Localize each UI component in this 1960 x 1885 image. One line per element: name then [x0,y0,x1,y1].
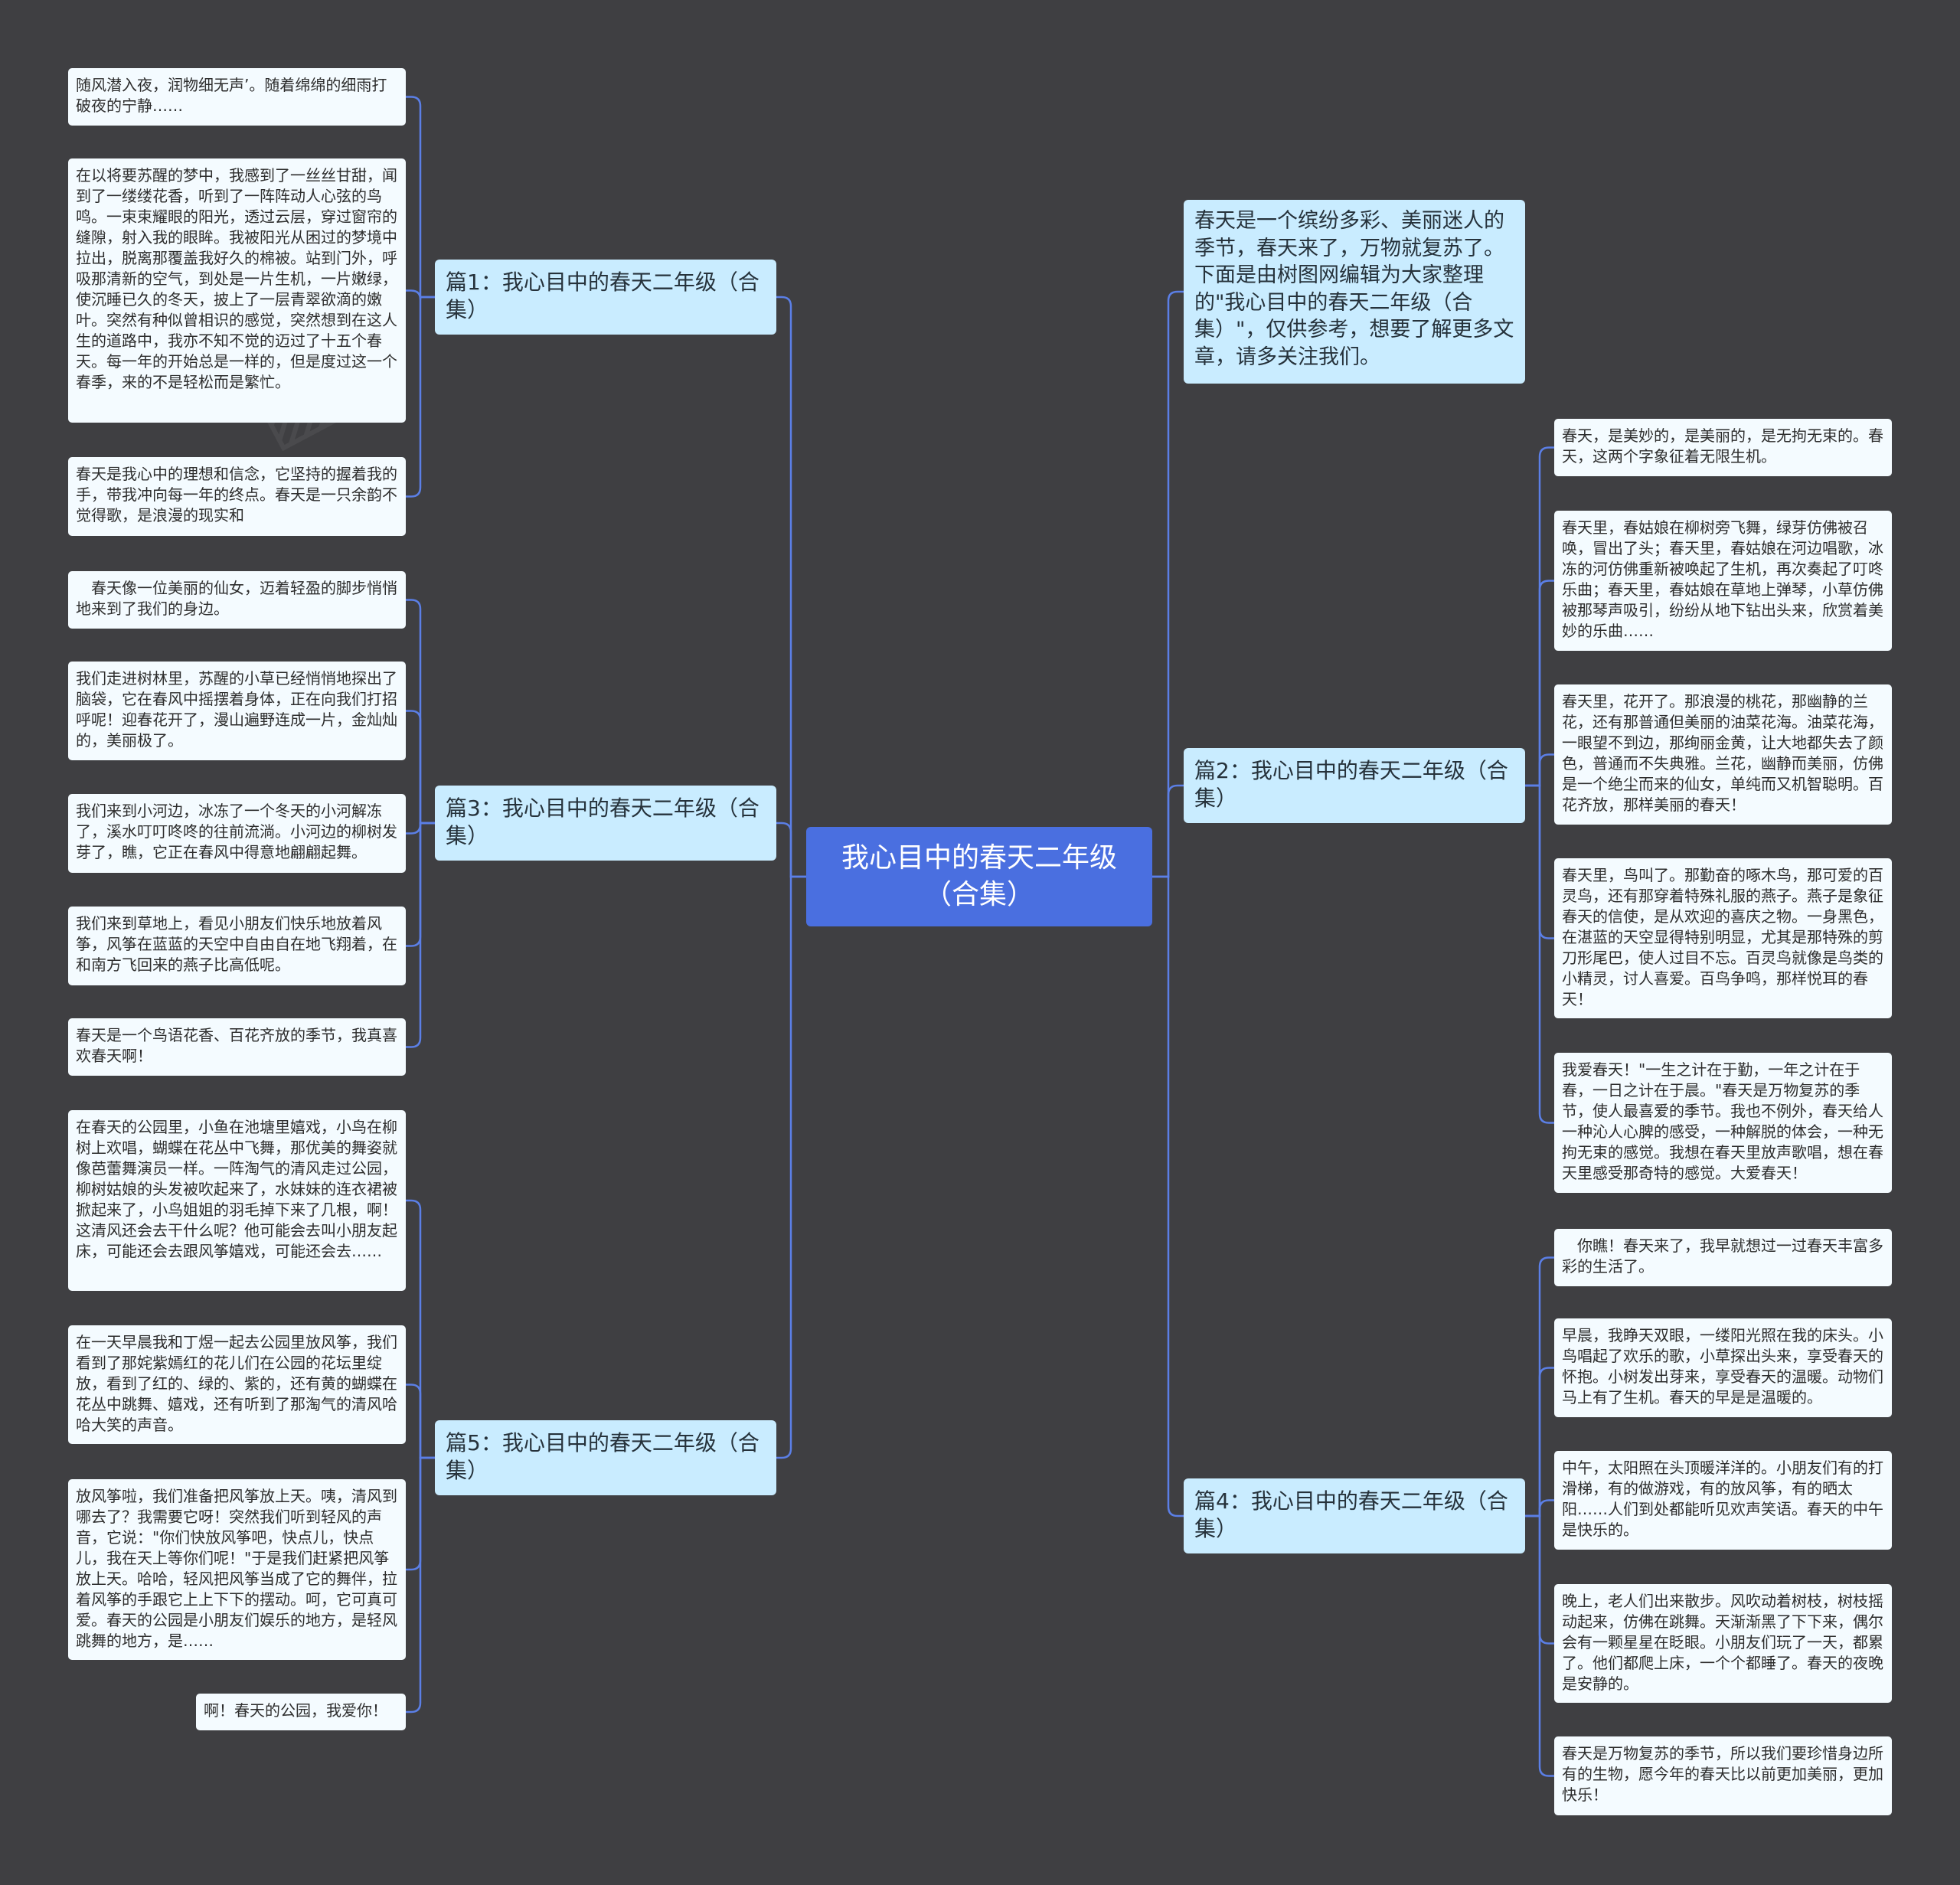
leaf-note[interactable]: 我爱春天！"一生之计在于勤，一年之计在于春，一日之计在于晨。"春天是万物复苏的季… [1554,1053,1892,1193]
connector-line [1152,784,1184,878]
leaf-note[interactable]: 随风潜入夜，润物细无声’。随着绵绵的细雨打破夜的宁静…… [68,68,406,126]
connector-line [406,822,435,947]
connector-line [1525,1499,1554,1517]
connector-line [406,599,435,825]
leaf-note[interactable]: 在春天的公园里，小鱼在池塘里嬉戏，小鸟在柳树上欢唱，蝴蝶在花丛中飞舞，那优美的舞… [68,1110,406,1291]
connector-line [776,875,806,1459]
connector-line [1152,875,1184,1517]
connector-line [1525,753,1554,787]
connector-line [1525,446,1554,787]
connector-line [1525,784,1554,939]
connector-line [406,289,435,300]
leaf-note[interactable]: 春天是万物复苏的季节，所以我们要珍惜身边所有的生物，愿今年的春天比以前更加美丽，… [1554,1736,1892,1815]
leaf-note[interactable]: 在一天早晨我和丁煜一起去公园里放风筝，我们看到了那姹紫嫣红的花儿们在公园的花坛里… [68,1325,406,1444]
leaf-note[interactable]: 我们来到小河边，冰冻了一个冬天的小河解冻了，溪水叮叮咚咚的往前流淌。小河边的柳树… [68,794,406,873]
leaf-note[interactable]: 你瞧！春天来了，我早就想过一过春天丰富多彩的生活了。 [1554,1229,1892,1286]
connector-line [1152,290,1184,878]
connector-line [1525,1514,1554,1777]
leaf-note[interactable]: 中午，太阳照在头顶暖洋洋的。小朋友们有的打滑梯，有的做游戏，有的放风筝，有的晒太… [1554,1451,1892,1550]
branch-topic-3[interactable]: 篇3：我心目中的春天二年级（合集） [435,786,776,861]
connector-line [406,1199,435,1459]
connector-line [406,1384,435,1459]
leaf-note[interactable]: 春天里，花开了。那浪漫的桃花，那幽静的兰花，还有那普通但美丽的油菜花海。油菜花海… [1554,684,1892,825]
connector-line [776,296,806,878]
connector-line [406,296,435,498]
leaf-note[interactable]: 晚上，老人们出来散步。风吹动着树枝，树枝摇动起来，仿佛在跳舞。天渐渐黑了下下来，… [1554,1584,1892,1703]
connector-line [406,1456,435,1713]
root-topic[interactable]: 我心目中的春天二年级（合集） [806,827,1152,926]
leaf-note[interactable]: 春天里，鸟叫了。那勤奋的啄木鸟，那可爱的百灵鸟，还有那穿着特殊礼服的燕子。燕子是… [1554,858,1892,1018]
leaf-note[interactable]: 春天是我心中的理想和信念，它坚持的握着我的手，带我冲向每一年的终点。春天是一只余… [68,457,406,536]
leaf-note[interactable]: 啊！春天的公园，我爱你！ [196,1694,406,1730]
leaf-note[interactable]: 在以将要苏醒的梦中，我感到了一丝丝甘甜，闻到了一缕缕花香，听到了一阵阵动人心弦的… [68,158,406,423]
connector-line [406,822,435,1048]
connector-line [1525,1256,1554,1517]
connector-line [406,822,435,835]
branch-topic-2[interactable]: 篇2：我心目中的春天二年级（合集） [1184,748,1525,823]
connector-line [776,822,806,878]
connector-line [1525,580,1554,787]
leaf-note[interactable]: 放风筝啦，我们准备把风筝放上天。咦，清风到哪去了？我需要它呀！突然我们听到轻风的… [68,1479,406,1660]
connector-line [406,1456,435,1571]
branch-topic-4[interactable]: 篇4：我心目中的春天二年级（合集） [1184,1478,1525,1553]
leaf-note[interactable]: 春天是一个鸟语花香、百花齐放的季节，我真喜欢春天啊！ [68,1018,406,1076]
intro-topic[interactable]: 春天是一个缤纷多彩、美丽迷人的季节，春天来了，万物就复苏了。下面是由树图网编辑为… [1184,200,1525,384]
leaf-note[interactable]: 春天里，春姑娘在柳树旁飞舞，绿芽仿佛被召唤，冒出了头；春天里，春姑娘在河边唱歌，… [1554,511,1892,651]
connector-line [1525,1514,1554,1645]
leaf-note[interactable]: 春天像一位美丽的仙女，迈着轻盈的脚步悄悄地来到了我们的身边。 [68,571,406,629]
branch-topic-1[interactable]: 篇1：我心目中的春天二年级（合集） [435,260,776,335]
branch-topic-5[interactable]: 篇5：我心目中的春天二年级（合集） [435,1420,776,1495]
connector-line [1525,1367,1554,1517]
leaf-note[interactable]: 春天，是美妙的，是美丽的，是无拘无束的。春天，这两个字象征着无限生机。 [1554,419,1892,476]
connector-line [406,710,435,825]
connector-line [406,96,435,299]
leaf-note[interactable]: 我们来到草地上，看见小朋友们快乐地放着风筝，风筝在蓝蓝的天空中自由自在地飞翔着，… [68,907,406,985]
leaf-note[interactable]: 早晨，我睁天双眼，一缕阳光照在我的床头。小鸟唱起了欢乐的歌，小草探出头来，享受春… [1554,1318,1892,1417]
leaf-note[interactable]: 我们走进树林里，苏醒的小草已经悄悄地探出了脑袋，它在春风中摇摆着身体，正在向我们… [68,662,406,760]
connector-line [1525,784,1554,1124]
